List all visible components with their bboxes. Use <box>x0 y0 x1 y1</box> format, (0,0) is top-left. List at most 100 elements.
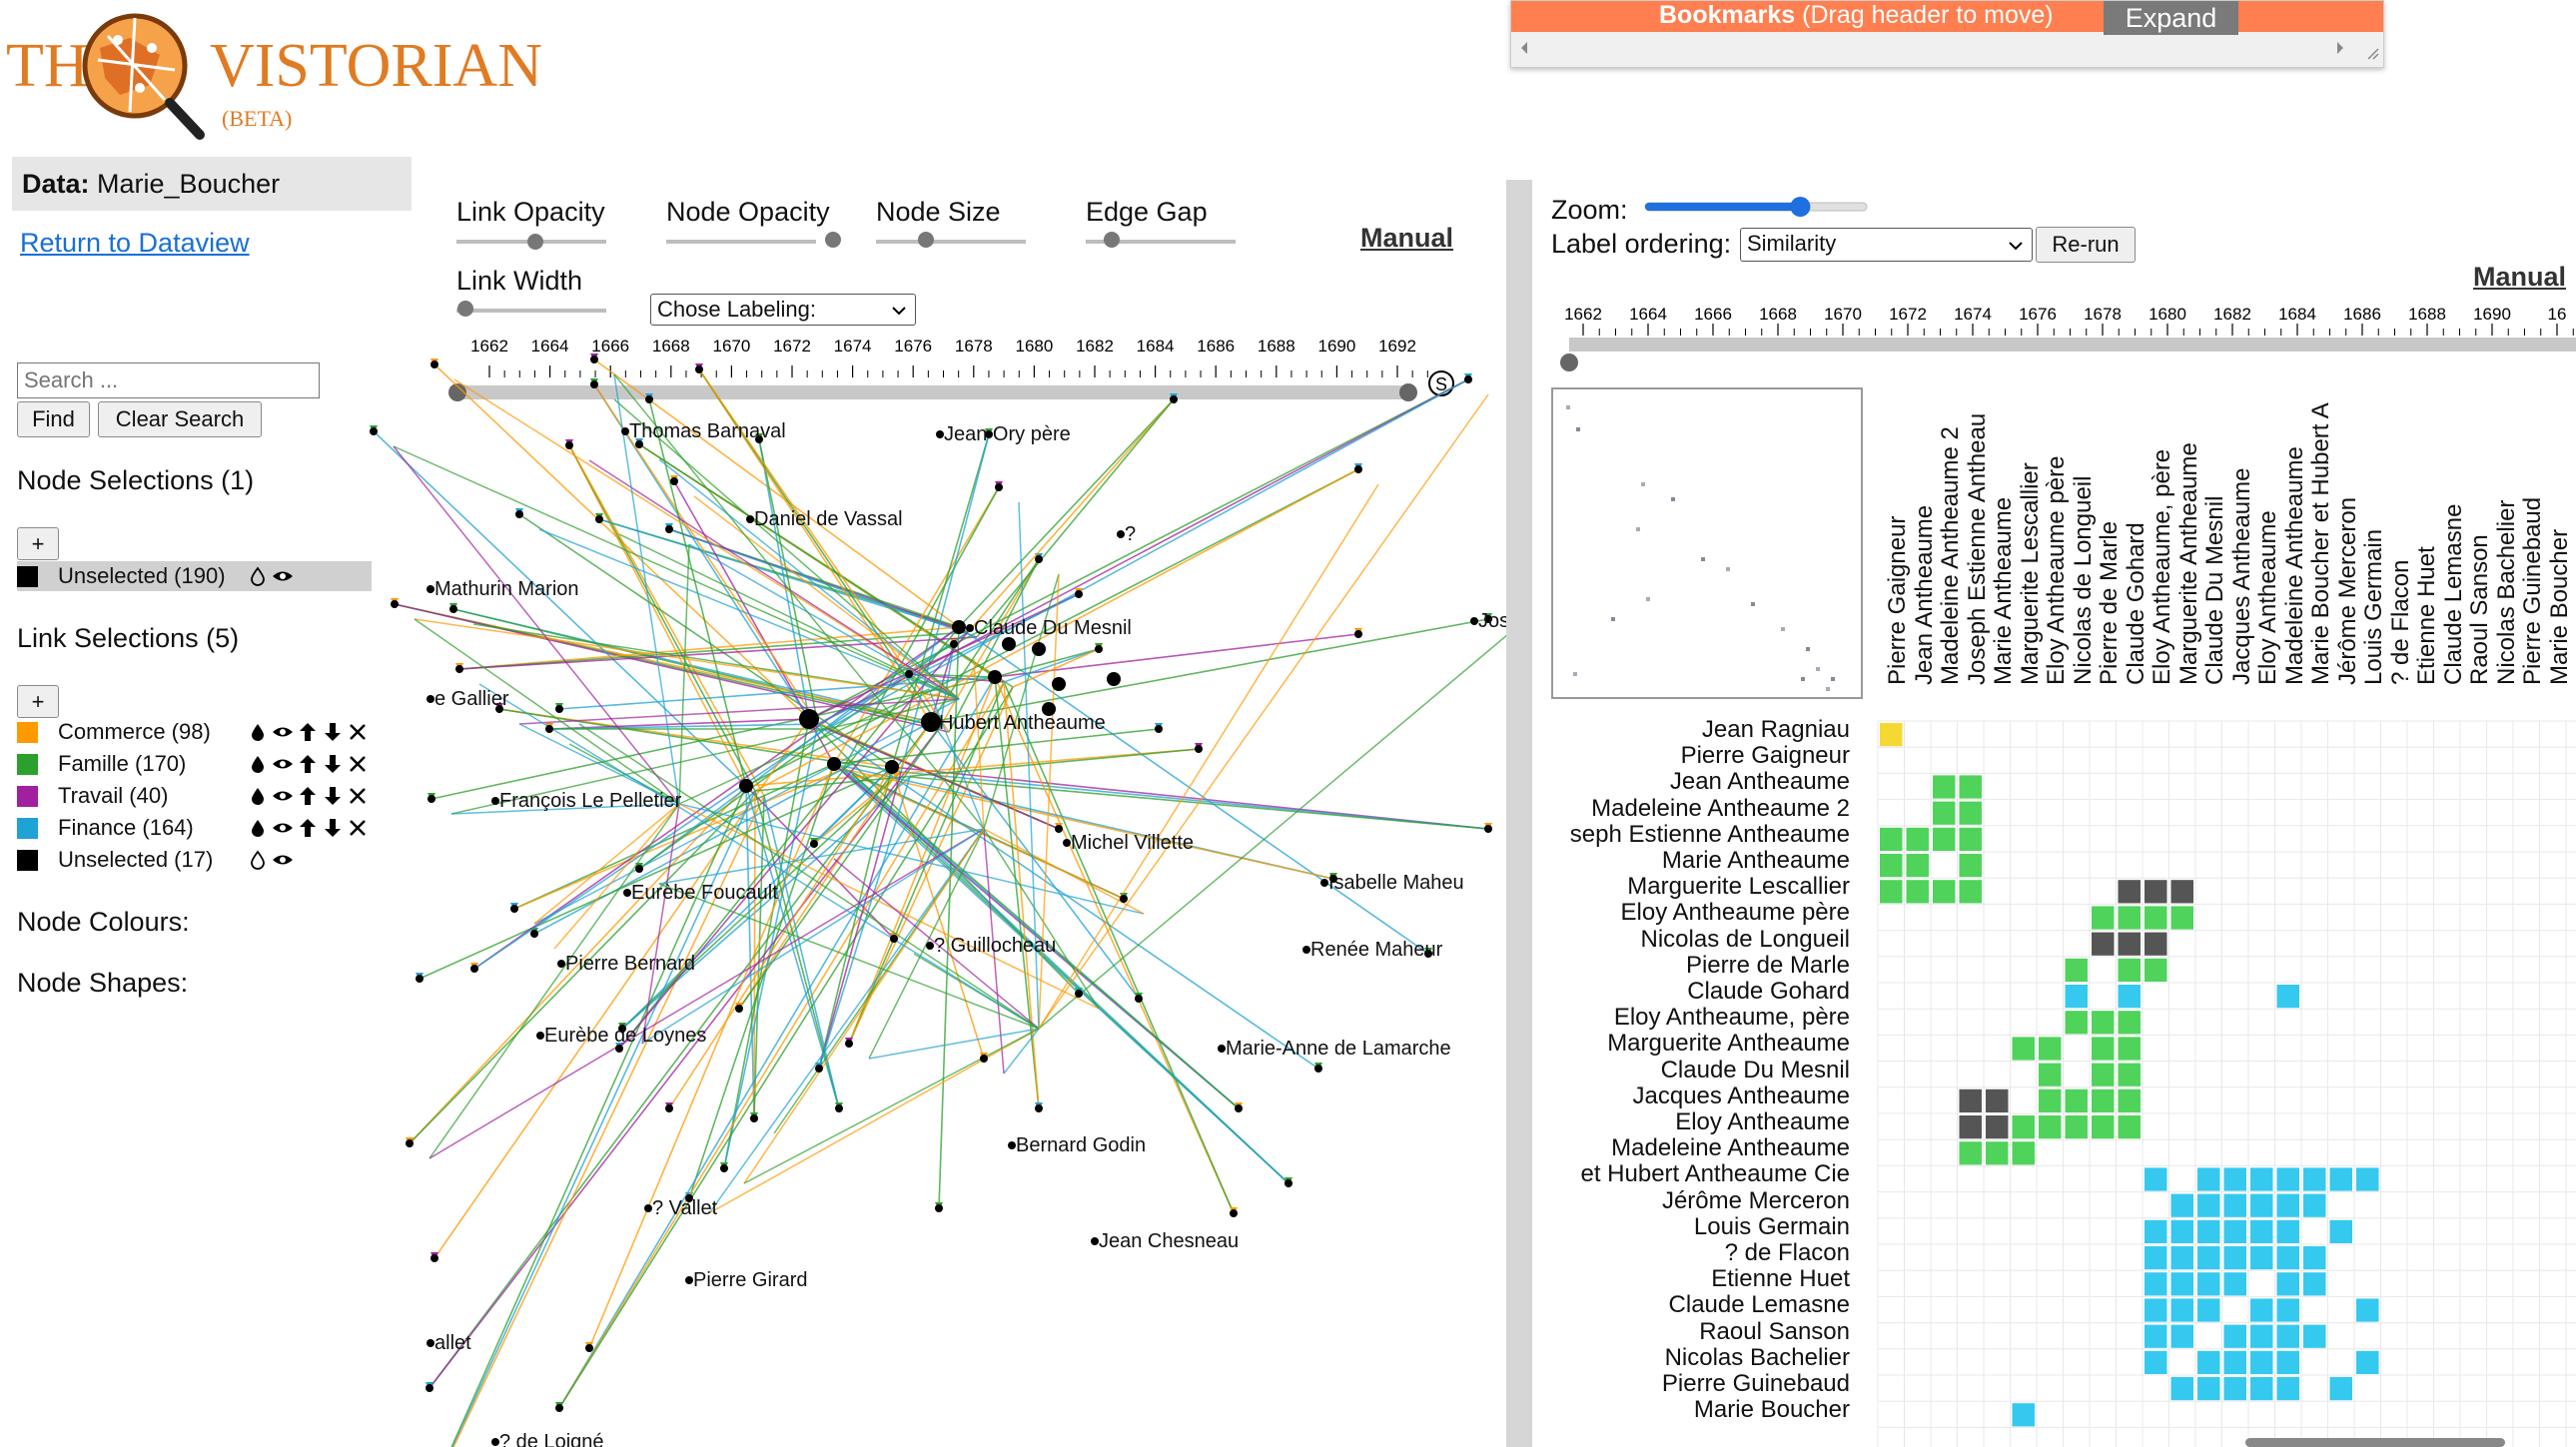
graph-edge[interactable] <box>693 495 960 700</box>
graph-edge[interactable] <box>658 828 985 885</box>
graph-node[interactable] <box>615 1045 623 1053</box>
matrix-cell[interactable] <box>2303 1193 2326 1217</box>
graph-edge[interactable] <box>842 768 1334 880</box>
eye-icon[interactable] <box>273 754 293 774</box>
matrix-cell[interactable] <box>1933 775 1956 799</box>
edge-gap-handle[interactable] <box>1104 232 1120 248</box>
graph-edge[interactable] <box>458 636 978 670</box>
edge-gap-track[interactable] <box>1086 240 1236 244</box>
matrix-row-label[interactable]: et Hubert Antheaume Cie <box>1580 1160 1851 1188</box>
matrix-row-label[interactable]: Jacques Antheaume <box>1632 1082 1851 1109</box>
graph-edge[interactable] <box>453 378 960 700</box>
graph-node[interactable] <box>1235 1104 1243 1112</box>
graph-node[interactable] <box>1135 995 1143 1003</box>
matrix-row-label[interactable]: Nicolas de Longueil <box>1640 925 1850 953</box>
matrix-row-label[interactable]: Marguerite Antheaume <box>1607 1030 1850 1058</box>
eye-icon[interactable] <box>273 850 293 870</box>
graph-edge[interactable] <box>967 398 1175 633</box>
link-selection-unselected[interactable]: Unselected (17) <box>17 845 293 875</box>
matrix-cell[interactable] <box>2303 1167 2326 1191</box>
matrix-cell[interactable] <box>2197 1219 2220 1243</box>
zoom-slider-handle[interactable] <box>1790 197 1811 217</box>
graph-edge[interactable] <box>851 773 1240 1109</box>
matrix-cell[interactable] <box>2092 906 2115 930</box>
matrix-cell[interactable] <box>2329 1219 2353 1243</box>
graph-node[interactable] <box>720 1164 728 1172</box>
graph-node[interactable] <box>695 365 703 373</box>
graph-edge[interactable] <box>900 433 990 773</box>
graph-edge[interactable] <box>930 618 1489 723</box>
graph-edge[interactable] <box>958 398 1175 628</box>
matrix-cell[interactable] <box>1959 775 1983 799</box>
matrix-cell[interactable] <box>1933 801 1956 825</box>
graph-edge[interactable] <box>393 445 960 700</box>
eye-icon[interactable] <box>273 566 293 586</box>
graph-hub-node[interactable] <box>1002 637 1016 651</box>
drop-filled-icon[interactable] <box>248 754 268 774</box>
matrix-row-label[interactable]: ? de Flacon <box>1724 1239 1850 1266</box>
graph-node[interactable] <box>685 1276 693 1284</box>
matrix-cell[interactable] <box>2170 1377 2194 1401</box>
matrix-cell[interactable] <box>2223 1377 2247 1401</box>
graph-edge[interactable] <box>994 676 1235 1214</box>
graph-edge[interactable] <box>419 766 893 980</box>
graph-node[interactable] <box>391 600 399 608</box>
matrix-cell[interactable] <box>2065 1088 2089 1112</box>
matrix-cell[interactable] <box>1933 827 1956 851</box>
graph-edge[interactable] <box>678 543 690 805</box>
graph-edge[interactable] <box>833 728 1160 765</box>
matrix-cell[interactable] <box>2276 1298 2300 1322</box>
graph-edge[interactable] <box>618 626 960 1050</box>
matrix-column-label[interactable]: Eloy Antheaume, père <box>2148 448 2175 685</box>
matrix-row-label[interactable]: Marie Boucher <box>1693 1396 1850 1424</box>
matrix-column-label[interactable]: Eloy Antheaume père <box>2043 455 2070 686</box>
matrix-cell[interactable] <box>2012 1141 2036 1165</box>
matrix-column-label[interactable]: Claude Lemasne <box>2439 503 2467 685</box>
graph-edge[interactable] <box>393 445 680 805</box>
matrix-column-label[interactable]: Marguerite Antheaume <box>2174 442 2202 685</box>
graph-edge[interactable] <box>658 458 960 700</box>
matrix-cell[interactable] <box>2356 1298 2379 1322</box>
matrix-cell[interactable] <box>2092 932 2115 956</box>
matrix-cell[interactable] <box>2250 1246 2273 1270</box>
graph-node[interactable] <box>555 1404 563 1412</box>
graph-node[interactable] <box>670 477 678 485</box>
matrix-row-label[interactable]: Claude Gohard <box>1687 978 1850 1005</box>
matrix-cell[interactable] <box>1959 854 1983 878</box>
graph-edge[interactable] <box>708 1028 1040 1214</box>
matrix-column-label[interactable]: Marie Boucher et Hubert A <box>2307 402 2334 685</box>
matrix-cell[interactable] <box>2223 1219 2247 1243</box>
matrix-cell[interactable] <box>2145 1246 2167 1270</box>
matrix-cell[interactable] <box>1906 880 1930 904</box>
graph-edge[interactable] <box>473 626 960 970</box>
graph-node[interactable] <box>455 665 463 673</box>
graph-edge[interactable] <box>558 681 1005 1409</box>
matrix-cell[interactable] <box>2092 1063 2115 1086</box>
matrix-column-label[interactable]: Etienne Huet <box>2413 546 2440 685</box>
graph-edge[interactable] <box>1038 573 1060 1030</box>
matrix-cell[interactable] <box>2197 1246 2220 1270</box>
matrix-cell[interactable] <box>1959 880 1983 904</box>
matrix-row-label[interactable]: Claude Du Mesnil <box>1660 1056 1850 1084</box>
graph-edge[interactable] <box>429 828 985 1159</box>
graph-node[interactable] <box>665 525 673 533</box>
add-node-selection-button[interactable]: + <box>17 527 59 560</box>
adjacency-matrix[interactable] <box>1877 720 2576 1447</box>
matrix-cell[interactable] <box>2012 1403 2036 1427</box>
graph-edge[interactable] <box>743 1028 1040 1184</box>
matrix-cell[interactable] <box>2170 1246 2194 1270</box>
resize-handle-icon[interactable] <box>2365 46 2379 65</box>
matrix-cell[interactable] <box>2145 1272 2167 1296</box>
matrix-cell[interactable] <box>2065 1011 2089 1035</box>
matrix-cell[interactable] <box>1959 801 1983 825</box>
link-selection-commerce[interactable]: Commerce (98) <box>17 717 368 747</box>
matrix-cell[interactable] <box>2276 1350 2300 1374</box>
graph-edge[interactable] <box>533 803 680 925</box>
graph-edge[interactable] <box>429 803 680 1159</box>
graph-hub-node[interactable] <box>1042 702 1056 716</box>
matrix-column-label[interactable]: Pierre Guinebaud <box>2519 496 2546 685</box>
close-icon[interactable] <box>348 722 368 742</box>
bookmarks-expand-button[interactable]: Expand <box>2104 1 2238 35</box>
graph-edge[interactable] <box>533 698 960 925</box>
graph-node[interactable] <box>665 1104 673 1112</box>
